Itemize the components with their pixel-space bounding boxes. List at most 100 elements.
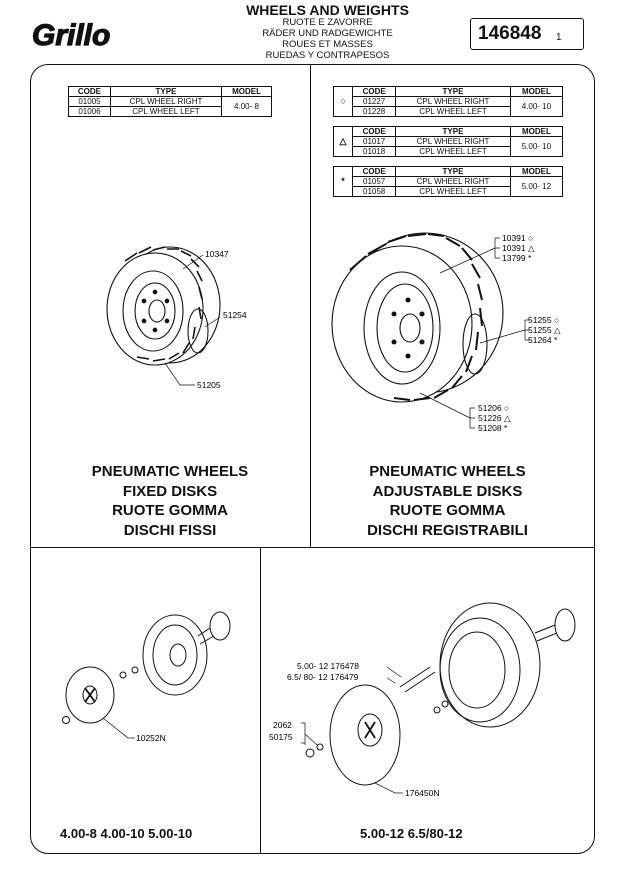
label-51264: 51264 * — [528, 335, 558, 345]
header-code: CODE — [351, 86, 397, 97]
weight-cross — [84, 687, 96, 703]
tube — [462, 313, 488, 375]
header-type: TYPE — [395, 126, 511, 137]
axle-flange — [554, 608, 576, 642]
type-cell: CPL WHEEL LEFT — [395, 106, 511, 117]
type-cell: CPL WHEEL LEFT — [395, 186, 511, 197]
axle-flange — [209, 611, 231, 641]
part-number: 146848 — [478, 23, 542, 44]
adjustable-wheel-drawing: 10391 ○ 10391 △ 13799 * 51255 ○ 51255 △ … — [331, 232, 561, 433]
disk-bolts — [391, 297, 425, 359]
caption-line: PNEUMATIC WHEELS — [369, 463, 526, 480]
studs — [197, 627, 215, 645]
wheel-disk — [448, 631, 506, 709]
header-code: CODE — [351, 166, 397, 177]
caption-adjustable: PNEUMATIC WHEELS ADJUSTABLE DISKS RUOTE … — [320, 462, 575, 540]
header-type: TYPE — [109, 86, 223, 97]
pin-leader — [386, 666, 402, 684]
caption-line: RUOTE GOMMA — [389, 502, 506, 519]
header-type: TYPE — [395, 166, 511, 177]
header-model: MODEL — [509, 126, 564, 137]
subtitle-fr: ROUES ET MASSES — [282, 39, 373, 50]
hub — [169, 643, 187, 667]
fixed-wheel-drawing: 10347 51254 51205 — [106, 246, 247, 390]
header-type: TYPE — [395, 86, 511, 97]
header-code: CODE — [68, 86, 111, 97]
studs — [534, 624, 558, 642]
weight-cross — [364, 721, 376, 739]
label-tyre: 10347 — [205, 249, 229, 259]
code-cell: 01057 — [351, 176, 397, 187]
weight-leader — [374, 782, 403, 794]
sheet-number: 1 — [556, 32, 562, 43]
disk — [134, 282, 176, 340]
caption-line: PNEUMATIC WHEELS — [91, 463, 249, 480]
wheel-rim — [142, 614, 208, 696]
symbol-circle: ○ — [333, 86, 353, 117]
label-51255-triangle: 51255 △ — [528, 325, 561, 335]
nut — [305, 748, 315, 758]
type-cell: CPL WHEEL RIGHT — [395, 176, 511, 187]
symbol-triangle: △ — [333, 126, 353, 157]
drawing-frame — [30, 64, 595, 854]
small-weight-exploded-view: 10252N — [62, 611, 231, 743]
hub — [399, 313, 421, 343]
weight-center — [357, 713, 383, 747]
tube — [187, 308, 209, 354]
code-cell: 01017 — [351, 136, 397, 147]
leader-line — [102, 717, 135, 739]
model-cell: 5.00- 12 — [509, 176, 564, 197]
code-cell: 01018 — [351, 146, 397, 157]
washer — [119, 671, 127, 679]
washer — [441, 700, 449, 708]
type-cell: CPL WHEEL RIGHT — [395, 136, 511, 147]
tyre-tread — [349, 233, 483, 401]
rim — [122, 270, 184, 352]
adjustable-table-3: * CODE TYPE MODEL 01057 CPL WHEEL RIGHT … — [333, 166, 564, 197]
fixed-wheels-table: CODE TYPE MODEL 01005 CPL WHEEL RIGHT 4.… — [68, 86, 272, 117]
weight-body — [329, 684, 401, 786]
label-pin-5-00-12: 5.00- 12 176478 — [297, 661, 359, 671]
large-weight-exploded-view: 5.00- 12 176478 6.5/ 80- 12 176479 2062 … — [269, 602, 576, 798]
header-model: MODEL — [509, 86, 564, 97]
code-cell: 01006 — [68, 106, 111, 117]
label-bolt-2062: 2062 — [273, 720, 292, 730]
label-51206: 51206 ○ — [478, 403, 509, 413]
type-cell: CPL WHEEL RIGHT — [395, 96, 511, 107]
caption-line: ADJUSTABLE DISKS — [372, 482, 523, 500]
leader-lines — [419, 237, 530, 429]
wheel-disk — [152, 624, 198, 686]
rim — [363, 271, 441, 385]
page-title: WHEELS AND WEIGHTS — [246, 2, 409, 18]
disk — [376, 283, 434, 373]
weight-center — [82, 685, 98, 705]
header-model: MODEL — [509, 166, 564, 177]
label-weight: 176450N — [405, 788, 440, 798]
label-tube: 51254 — [223, 310, 247, 320]
small-weight-sizes: 4.00-8 4.00-10 5.00-10 — [60, 826, 193, 841]
caption-line: DISCHI REGISTRABILI — [367, 521, 528, 539]
washer — [131, 666, 139, 674]
code-cell: 01058 — [351, 186, 397, 197]
caption-line: DISCHI FISSI — [123, 521, 217, 539]
model-cell: 5.00- 10 — [509, 136, 564, 157]
wheel-rim-inner — [439, 617, 521, 723]
wheel-rim — [439, 602, 541, 728]
tyre-outline — [106, 252, 204, 366]
label-13799: 13799 * — [502, 253, 532, 263]
label-weight: 10252N — [136, 733, 166, 743]
nut — [62, 716, 70, 724]
tyre-tread — [124, 246, 203, 362]
bolt-leader — [301, 722, 318, 746]
label-51255-circle: 51255 ○ — [528, 315, 559, 325]
subtitle-it: RUOTE E ZAVORRE — [282, 17, 373, 28]
type-cell: CPL WHEEL LEFT — [109, 106, 223, 117]
label-bolt-50175: 50175 — [269, 732, 293, 742]
frame-divider-bottom — [260, 547, 261, 854]
subtitle-de: RÄDER UND RADGEWICHTE — [262, 28, 393, 39]
hub — [148, 299, 166, 323]
code-cell: 01005 — [68, 96, 111, 107]
adjustable-table-2: △ CODE TYPE MODEL 01017 CPL WHEEL RIGHT … — [333, 126, 564, 157]
frame-divider-horizontal — [30, 547, 595, 548]
frame-divider-top — [310, 64, 311, 547]
